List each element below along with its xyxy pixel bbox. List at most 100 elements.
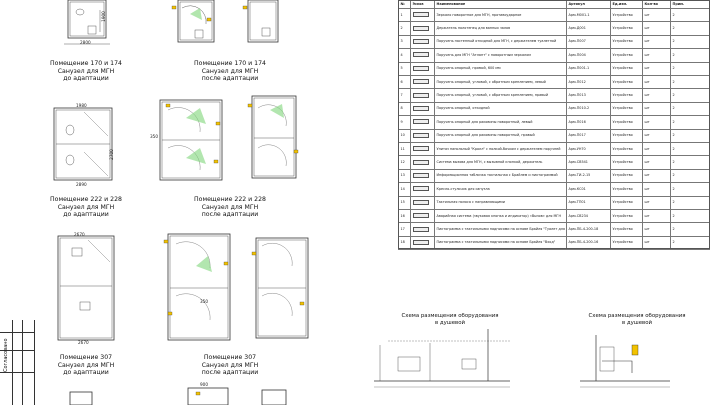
table-cell: 2 xyxy=(670,235,710,250)
dim-width: 2670 xyxy=(78,340,89,345)
table-cell: 2 xyxy=(670,209,710,223)
item-sketch-icon xyxy=(412,159,429,165)
table-cell: Устройство xyxy=(610,235,642,250)
item-sketch-icon xyxy=(412,92,429,98)
dim-offset: 350 xyxy=(150,134,158,139)
table-cell: Устройство xyxy=(610,209,642,223)
table-cell xyxy=(410,48,434,62)
table-cell: шт xyxy=(642,115,670,129)
table-cell: Устройство xyxy=(610,88,642,102)
plan-222-before xyxy=(53,107,113,181)
table-cell: Устройство xyxy=(610,115,642,129)
table-header-cell: Наименование xyxy=(434,0,566,8)
table-cell: 2 xyxy=(670,155,710,169)
shower-elevations xyxy=(374,329,670,388)
plan-307-before xyxy=(57,235,115,341)
table-cell xyxy=(410,195,434,209)
table-cell: 2 xyxy=(670,115,710,129)
table-cell: шт xyxy=(642,168,670,183)
table-cell: Аварийная система (звуковая кнопка и инд… xyxy=(434,209,566,223)
table-cell: Поручень опорный для раковины поворотный… xyxy=(434,115,566,129)
table-cell: шт xyxy=(642,128,670,142)
table-cell: Поручень опорный для раковины поворотный… xyxy=(434,128,566,142)
item-sketch-icon xyxy=(412,199,429,205)
table-cell xyxy=(410,142,434,156)
table-cell: Устройство xyxy=(610,101,642,116)
table-header-cell: Прим. xyxy=(670,0,710,8)
dim-width: 2670 xyxy=(74,232,85,237)
item-sketch-icon xyxy=(412,186,429,192)
table-cell xyxy=(410,115,434,129)
table-cell xyxy=(410,21,434,35)
table-cell: Унитаз напольный "Кролл" с полкой-бачком… xyxy=(434,142,566,156)
table-cell: Держатель полотенец для ванных залов xyxy=(434,21,566,35)
table-cell: шт xyxy=(642,75,670,89)
table-cell: Арм-П001-1 xyxy=(566,61,610,75)
dim-width: 900 xyxy=(200,382,208,387)
plan-307-after xyxy=(167,233,309,341)
plan-222-after xyxy=(159,95,297,181)
table-cell: Арм-ТП01 xyxy=(566,195,610,209)
table-cell: 2 xyxy=(670,101,710,116)
table-cell: шт xyxy=(642,61,670,75)
table-header-cell: Кол-во xyxy=(642,0,670,8)
table-cell: Устройство xyxy=(610,61,642,75)
table-border xyxy=(398,0,710,250)
table-cell: шт xyxy=(642,88,670,102)
table-cell: 2 xyxy=(670,8,710,22)
table-cell: Арм-Д001 xyxy=(566,21,610,35)
table-cell: 2 xyxy=(670,21,710,35)
frame-divider xyxy=(12,320,13,405)
table-cell: Устройство xyxy=(610,34,642,49)
table-cell: Устройство xyxy=(610,155,642,169)
table-cell: Арм-УН70 xyxy=(566,142,610,156)
table-cell: Арм-СВ234 xyxy=(566,209,610,223)
table-cell: шт xyxy=(642,142,670,156)
item-sketch-icon xyxy=(412,25,429,31)
table-cell: шт xyxy=(642,101,670,116)
table-cell xyxy=(410,75,434,89)
item-sketch-icon xyxy=(412,105,429,111)
table-cell xyxy=(410,155,434,169)
dim-width: 2800 xyxy=(80,40,91,45)
plan-170-before xyxy=(64,0,110,45)
table-cell: 2 xyxy=(670,75,710,89)
table-cell: Поручень для МГН "Атлант" с поворотным з… xyxy=(434,48,566,62)
table-cell: Пиктограмма с тактильными надписями на о… xyxy=(434,235,566,250)
table-cell: шт xyxy=(642,235,670,250)
item-sketch-icon xyxy=(412,52,429,58)
table-cell: Система вызова для МГН, с вызывной кнопк… xyxy=(434,155,566,169)
dim-width: 2890 xyxy=(76,182,87,187)
table-cell: Арм-П016 xyxy=(566,115,610,129)
table-cell xyxy=(410,61,434,75)
item-sketch-icon xyxy=(412,12,429,18)
table-cell xyxy=(410,182,434,196)
table-cell: 2 xyxy=(670,34,710,49)
table-cell: Устройство xyxy=(610,195,642,209)
table-cell xyxy=(410,34,434,49)
table-cell: Арм-П007 xyxy=(566,34,610,49)
table-cell xyxy=(410,235,434,250)
floor-plans xyxy=(53,0,309,405)
table-cell: шт xyxy=(642,21,670,35)
table-cell: Устройство xyxy=(610,168,642,183)
table-cell: Устройство xyxy=(610,75,642,89)
frame-divider xyxy=(0,350,34,351)
table-cell: 2 xyxy=(670,182,710,196)
table-cell: Арм-П010-2 xyxy=(566,101,610,116)
table-cell: шт xyxy=(642,182,670,196)
table-cell: Информационная табличка тактильная с Бра… xyxy=(434,168,566,183)
table-cell: Устройство xyxy=(610,142,642,156)
table-cell: Арм-П004 xyxy=(566,48,610,62)
